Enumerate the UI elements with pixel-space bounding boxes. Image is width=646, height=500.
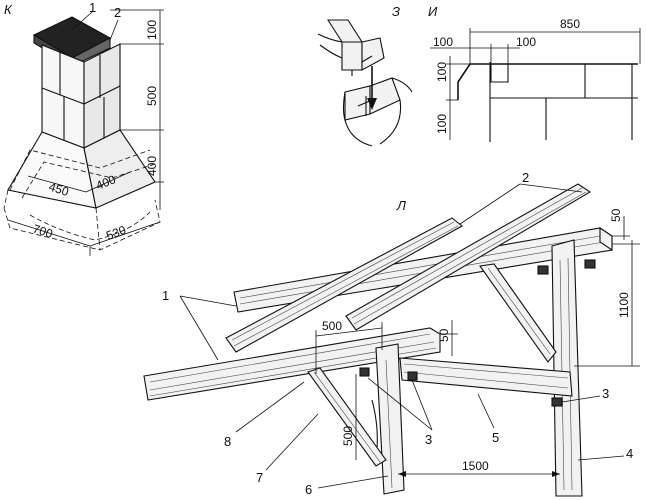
figure-i-label: И: [428, 4, 438, 19]
callout-l-3b: 3: [602, 386, 609, 401]
dim-k-700: 700: [31, 222, 55, 242]
figure-i-brickwork: [430, 28, 641, 142]
callout-l-8: 8: [224, 434, 231, 449]
dim-l-50-mid: 50: [437, 328, 451, 342]
dim-i-100-b: 100: [516, 35, 536, 49]
dim-l-50-top: 50: [609, 208, 623, 222]
callout-l-5: 5: [492, 430, 499, 445]
dim-i-100-a: 100: [433, 35, 453, 49]
callout-l-2: 2: [522, 170, 529, 185]
dim-i-850: 850: [560, 17, 580, 31]
callout-l-6: 6: [305, 482, 312, 497]
dim-l-500-top: 500: [322, 319, 342, 333]
callout-l-4: 4: [626, 446, 633, 461]
figure-l-roof-frame: [143, 183, 640, 497]
figure-l-label: Л: [396, 198, 406, 213]
figure-z-joint: [317, 19, 413, 147]
dim-k-450: 450: [47, 180, 71, 200]
dim-k-530: 530: [104, 223, 128, 243]
dim-l-500-vert: 500: [341, 426, 355, 446]
dim-k-500: 500: [145, 86, 159, 106]
callout-k-1: 1: [89, 0, 96, 15]
figure-k-label: К: [4, 2, 13, 17]
dim-l-1100: 1100: [617, 292, 631, 318]
dim-i-100-c: 100: [435, 62, 449, 82]
dim-k-400-height: 400: [145, 156, 159, 176]
callout-l-3a: 3: [425, 432, 432, 447]
figure-z-label: З: [392, 4, 400, 19]
dim-l-1500: 1500: [462, 459, 489, 473]
callout-l-1: 1: [162, 288, 169, 303]
callout-k-2: 2: [114, 5, 121, 20]
dim-i-100-d: 100: [435, 114, 449, 134]
figure-k-chimney: [3, 9, 164, 256]
dim-k-100: 100: [145, 20, 159, 40]
callout-l-7: 7: [256, 470, 263, 485]
